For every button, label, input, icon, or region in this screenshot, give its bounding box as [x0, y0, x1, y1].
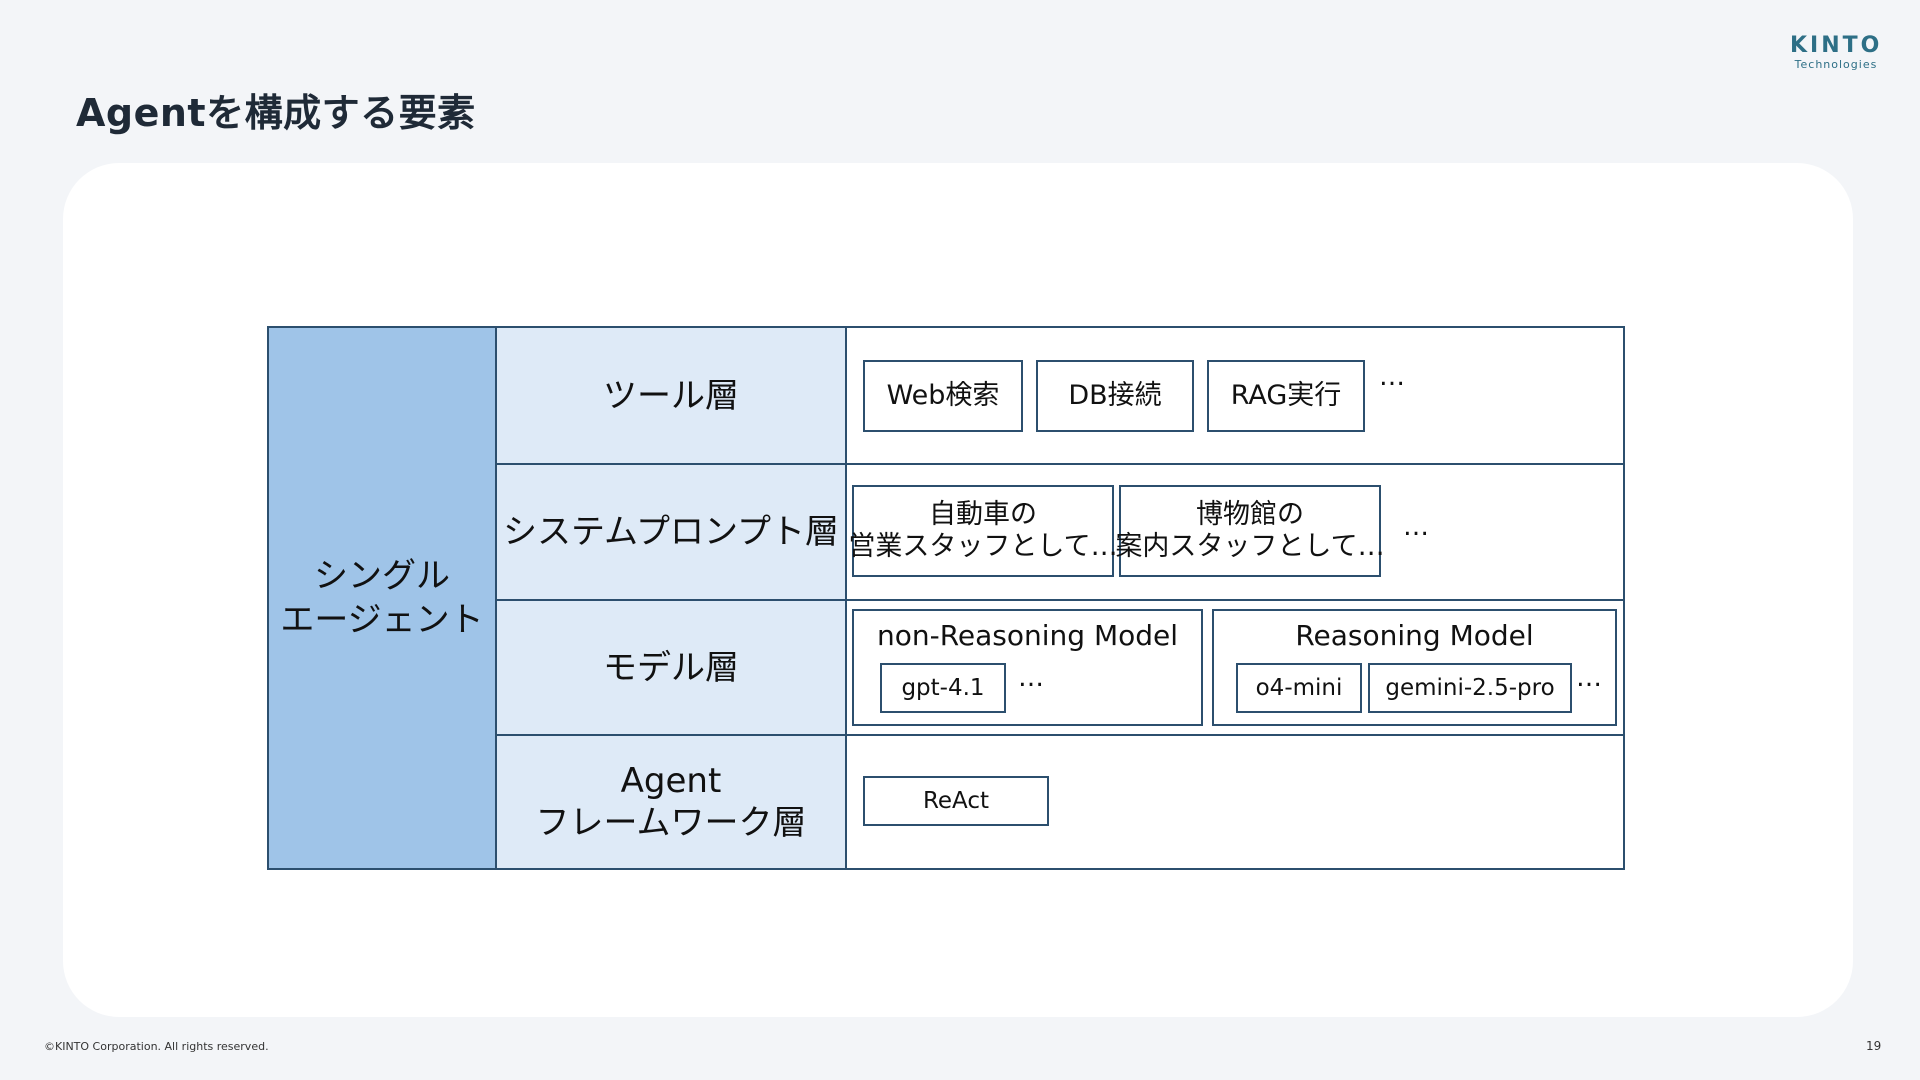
- tool-more-ellipsis: …: [1379, 362, 1406, 392]
- non-reasoning-more-ellipsis: …: [1018, 663, 1045, 693]
- copyright-footer: ©KINTO Corporation. All rights reserved.: [44, 1040, 269, 1053]
- prompt-more-ellipsis: …: [1403, 512, 1430, 542]
- reasoning-model-group: Reasoning Model o4-mini gemini-2.5-pro …: [1212, 609, 1617, 726]
- logo-main-text: KINTO: [1790, 33, 1883, 58]
- framework-layer-label: Agent フレームワーク層: [497, 736, 845, 868]
- model-gpt-4-1: gpt-4.1: [880, 663, 1006, 713]
- non-reasoning-model-title: non-Reasoning Model: [876, 619, 1179, 652]
- agent-type-line-1: シングル: [313, 556, 450, 596]
- agent-type-line-2: エージェント: [280, 600, 484, 640]
- kinto-logo: KINTO Technologies: [1790, 33, 1883, 72]
- model-o4-mini: o4-mini: [1236, 663, 1362, 713]
- prompt-museum-guide: 博物館の 案内スタッフとして…: [1115, 485, 1385, 577]
- model-gemini-2-5-pro: gemini-2.5-pro: [1368, 663, 1572, 713]
- tool-db-connection: DB接続: [1036, 360, 1194, 432]
- non-reasoning-model-group: non-Reasoning Model gpt-4.1 …: [852, 609, 1203, 726]
- page-number: 19: [1866, 1039, 1882, 1053]
- logo-sub-text: Technologies: [1794, 58, 1878, 71]
- row-divider: [497, 734, 1623, 736]
- layer-label-column: ツール層 システムプロンプト層 モデル層 Agent フレームワーク層: [497, 328, 847, 868]
- prompt-museum-guide-line-1: 博物館の: [1196, 499, 1304, 530]
- reasoning-model-title: Reasoning Model: [1295, 619, 1534, 652]
- tool-web-search: Web検索: [863, 360, 1023, 432]
- tool-layer-label: ツール層: [497, 328, 845, 463]
- tool-layer-label-text: ツール層: [603, 375, 739, 416]
- prompt-car-sales-line-2: 営業スタッフとして…: [848, 531, 1118, 562]
- agent-architecture-diagram: シングル エージェント ツール層 システムプロンプト層 モデル層 Agent フ…: [267, 326, 1625, 870]
- system-prompt-layer-label-text: システムプロンプト層: [503, 512, 839, 552]
- slide-title: Agentを構成する要素: [76, 91, 476, 135]
- row-divider: [497, 599, 1623, 601]
- model-layer-label-text: モデル層: [603, 647, 739, 688]
- row-divider: [497, 463, 1623, 465]
- framework-layer-label-line-2: フレームワーク層: [535, 803, 807, 843]
- reasoning-more-ellipsis: …: [1576, 663, 1603, 693]
- system-prompt-layer-label: システムプロンプト層: [497, 465, 845, 599]
- agent-type-cell: シングル エージェント: [269, 328, 497, 868]
- prompt-car-sales: 自動車の 営業スタッフとして…: [848, 485, 1118, 577]
- framework-layer-label-line-1: Agent: [620, 761, 722, 801]
- prompt-car-sales-line-1: 自動車の: [929, 499, 1037, 530]
- tool-rag-execution: RAG実行: [1207, 360, 1365, 432]
- model-layer-label: モデル層: [497, 601, 845, 734]
- prompt-museum-guide-line-2: 案内スタッフとして…: [1115, 531, 1385, 562]
- framework-react: ReAct: [863, 776, 1049, 826]
